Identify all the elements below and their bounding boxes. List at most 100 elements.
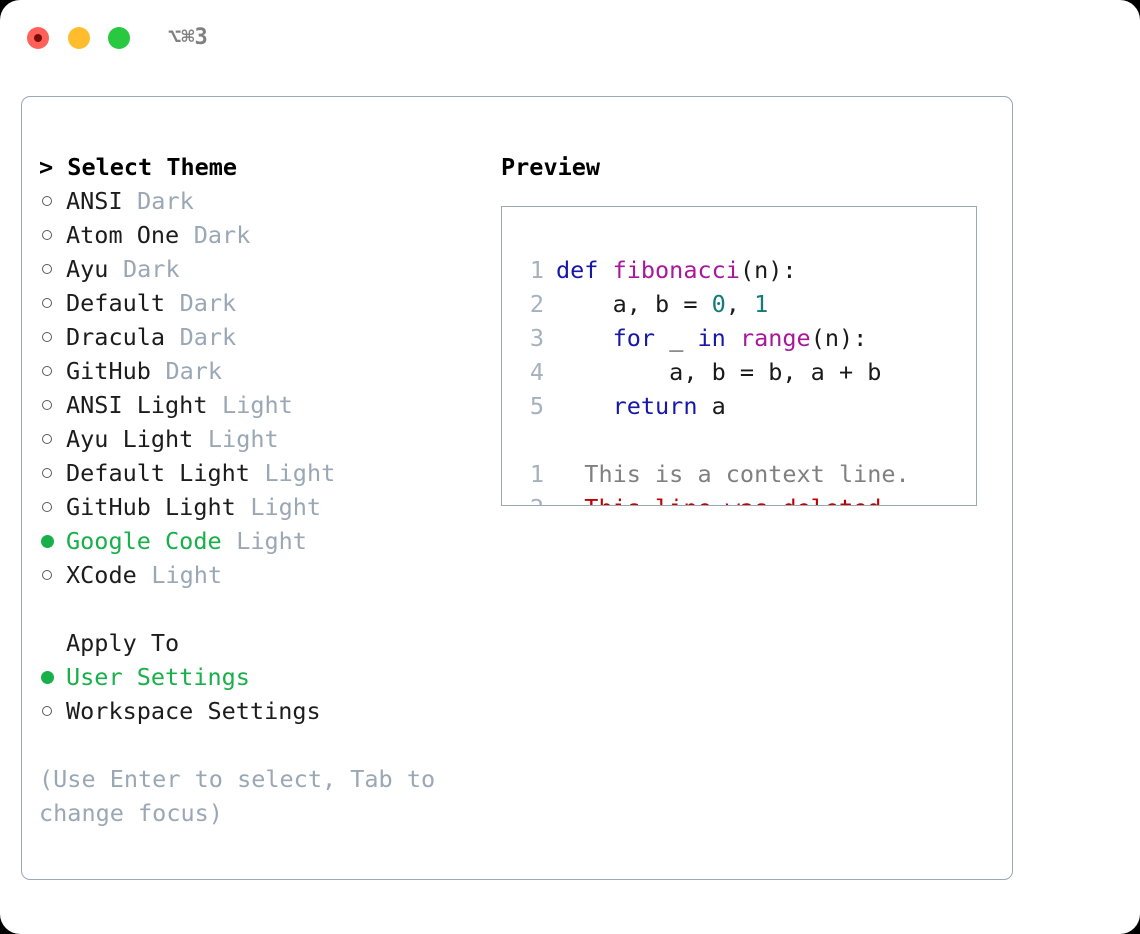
code-token-plain: _ [655, 324, 698, 352]
code-line-text: a, b = 0, 1 [556, 287, 769, 321]
theme-option-label: Google Code [66, 527, 222, 555]
code-line-text: a, b = b, a + b [556, 355, 881, 389]
maximize-window-button[interactable] [108, 27, 130, 49]
theme-option-row[interactable]: ANSI Dark [39, 184, 499, 218]
radio-mark [42, 502, 52, 512]
theme-option-row[interactable]: Ayu Light Light [39, 422, 499, 456]
code-token-plain [556, 324, 613, 352]
theme-option-badge: Light [207, 425, 279, 453]
theme-option-row[interactable]: Default Dark [39, 286, 499, 320]
radio-mark [42, 196, 52, 206]
theme-option-label: XCode [66, 561, 137, 589]
select-theme-header: > Select Theme [39, 153, 238, 181]
code-token-kw: for [612, 324, 656, 352]
code-token-num: 0 [711, 290, 726, 318]
code-token-plain: , [725, 290, 755, 318]
code-token-kw: return [612, 392, 698, 420]
radio-mark [42, 230, 52, 240]
theme-option-label: Default Light [66, 459, 250, 487]
code-line-text: for _ in range(n): [556, 321, 868, 355]
theme-option-row[interactable]: GitHub Light Light [39, 490, 499, 524]
theme-option-badge: Dark [123, 255, 180, 283]
line-number: 3 [529, 324, 544, 352]
theme-option-badge: Light [250, 493, 322, 521]
diff-line-del: 2- This line was deleted. [514, 491, 972, 505]
code-token-fn: range [739, 324, 811, 352]
radio-mark [42, 400, 52, 410]
code-token-plain: a, b = b, a + b [556, 358, 882, 386]
code-token-plain: a, b = [556, 290, 712, 318]
theme-option-badge: Dark [179, 289, 237, 317]
minimize-window-button[interactable] [68, 27, 90, 49]
theme-option-badge: Dark [137, 187, 194, 215]
radio-mark [42, 298, 52, 308]
section-spacer [39, 592, 499, 626]
radio-mark [42, 468, 52, 478]
close-window-button[interactable] [27, 27, 49, 49]
apply-to-header: Apply To [66, 629, 180, 657]
code-blank-line [514, 423, 972, 457]
radio-mark [41, 671, 54, 684]
code-line: 3 for _ in range(n): [514, 321, 972, 355]
code-token-kw: def [556, 256, 613, 284]
radio-mark [41, 535, 54, 548]
diff-line-text: This is a context line. [556, 460, 910, 488]
theme-option-badge: Dark [165, 357, 223, 385]
theme-option-row[interactable]: Google Code Light [39, 524, 499, 558]
code-token-plain: a [697, 392, 726, 420]
apply-to-option-row[interactable]: User Settings [39, 660, 499, 694]
code-line: 5 return a [514, 389, 972, 423]
code-line-text: def fibonacci(n): [556, 253, 797, 287]
line-number: 1 [529, 460, 544, 488]
title-bar: ⌥⌘3 [0, 0, 1140, 76]
theme-option-label: Ayu Light [66, 425, 194, 453]
theme-option-label: ANSI [66, 187, 123, 215]
theme-option-badge: Dark [179, 323, 237, 351]
diff-line-ctx: 1 This is a context line. [514, 457, 972, 491]
theme-option-label: GitHub Light [66, 493, 236, 521]
code-token-plain: (n): [739, 256, 797, 284]
theme-option-badge: Dark [193, 221, 251, 249]
radio-mark [42, 332, 52, 342]
theme-option-badge: Light [236, 527, 307, 555]
radio-mark [42, 264, 52, 274]
apply-to-option-label: Workspace Settings [66, 697, 321, 725]
line-number: 4 [529, 358, 544, 386]
code-token-num: 1 [754, 290, 769, 318]
theme-option-row[interactable]: Ayu Dark [39, 252, 499, 286]
code-token-plain [726, 324, 740, 352]
line-number: 1 [529, 256, 544, 284]
theme-option-label: Dracula [66, 323, 166, 351]
radio-mark [42, 366, 52, 376]
code-line: 2 a, b = 0, 1 [514, 287, 972, 321]
line-number: 2 [529, 290, 544, 318]
code-token-fn: fibonacci [612, 256, 740, 284]
theme-option-badge: Light [151, 561, 223, 589]
apply-to-option-row[interactable]: Workspace Settings [39, 694, 499, 728]
theme-option-label: Default [66, 289, 166, 317]
diff-line-text: - This line was deleted. [556, 491, 896, 505]
preview-header: Preview [501, 153, 601, 181]
theme-option-row[interactable]: XCode Light [39, 558, 499, 592]
keyboard-hint-text: (Use Enter to select, Tab to change focu… [39, 765, 436, 827]
radio-mark [42, 570, 52, 580]
code-token-kw: in [697, 324, 726, 352]
line-number: 5 [529, 392, 544, 420]
theme-option-label: Ayu [66, 255, 109, 283]
theme-option-badge: Light [222, 391, 293, 419]
radio-mark [42, 706, 52, 716]
radio-mark [42, 434, 52, 444]
theme-option-row[interactable]: Dracula Dark [39, 320, 499, 354]
